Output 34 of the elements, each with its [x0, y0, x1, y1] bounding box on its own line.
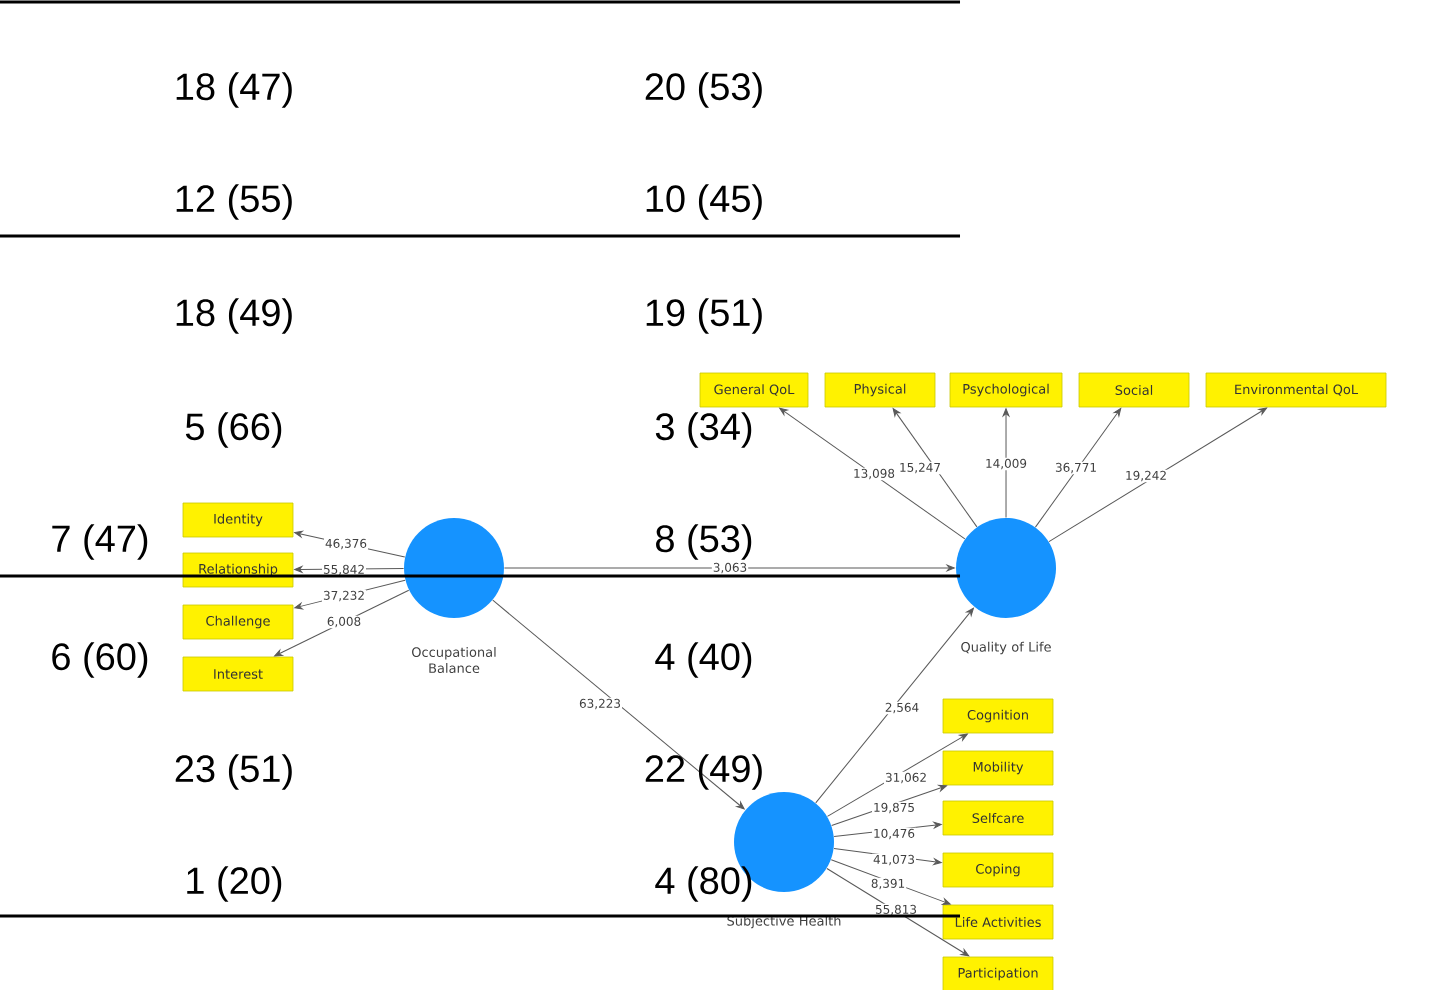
arrow — [892, 408, 978, 528]
table-cell: 7 (47) — [52, 524, 148, 560]
table-cell: 5 (66) — [185, 412, 282, 448]
arrow — [779, 407, 966, 540]
arrow — [815, 607, 974, 804]
table-cell: 20 (53) — [645, 72, 762, 108]
table-cell: 10 (45) — [646, 184, 762, 220]
table-cell: 3 (34) — [655, 412, 752, 448]
arrow — [274, 589, 410, 657]
arrow — [294, 566, 405, 573]
table-cell: 22 (49) — [645, 754, 762, 790]
table-cell: 6 (60) — [52, 642, 148, 678]
arrow — [830, 859, 951, 905]
arrow — [826, 733, 968, 817]
arrow — [1034, 408, 1122, 528]
table-cell: 1 (20) — [187, 866, 282, 902]
arrow — [826, 867, 970, 957]
arrow — [1048, 407, 1268, 543]
arrow — [492, 599, 745, 810]
arrow — [294, 530, 406, 558]
table-cell: 18 (49) — [176, 298, 292, 334]
table-cell: 19 (51) — [646, 298, 762, 334]
arrow — [294, 579, 406, 610]
arrow — [503, 564, 955, 572]
table-cell: 18 (47) — [176, 72, 292, 108]
table-cell: 23 (51) — [175, 754, 292, 790]
table-cell: 12 (55) — [176, 184, 292, 220]
arrow — [833, 848, 942, 865]
arrow — [1002, 408, 1010, 519]
table-cell: 8 (53) — [656, 524, 752, 560]
arrow — [833, 821, 942, 837]
table-cell: 4 (40) — [655, 642, 752, 678]
arrow — [831, 784, 947, 827]
table-cell: 4 (80) — [655, 866, 752, 902]
